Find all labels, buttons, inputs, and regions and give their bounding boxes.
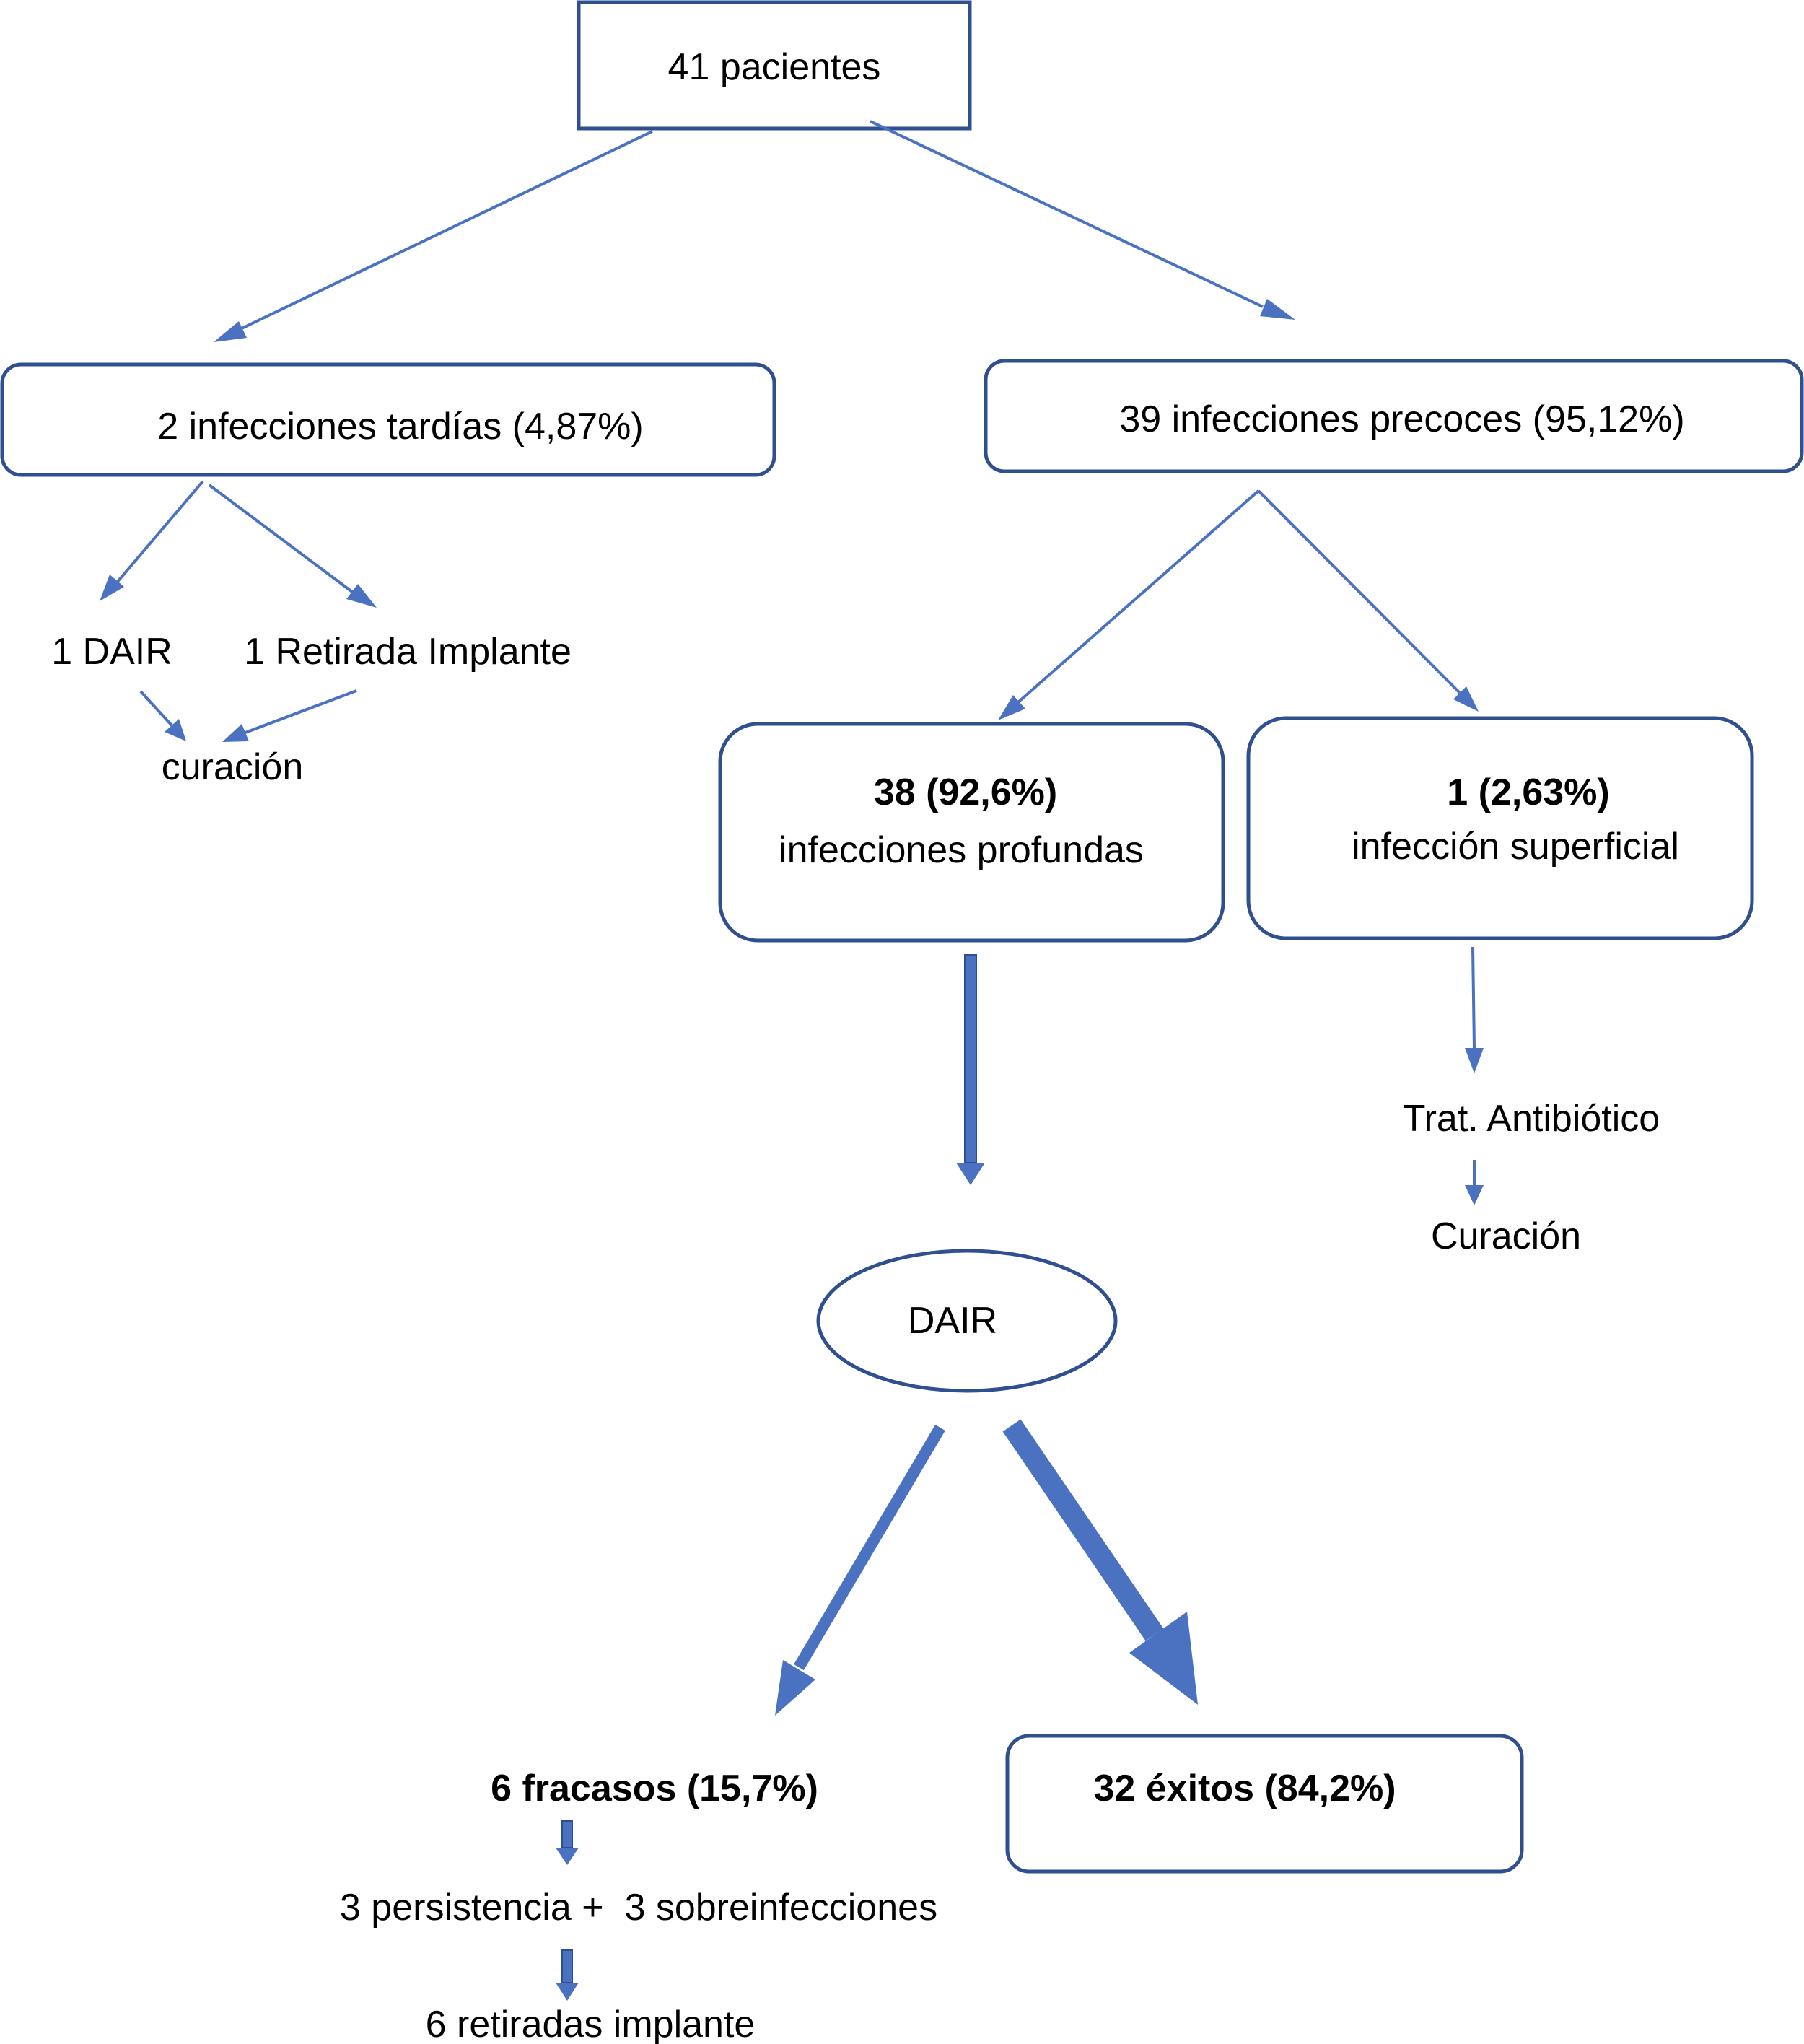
arrow-root-to-early bbox=[870, 120, 1264, 308]
arrowhead-icon bbox=[556, 1983, 579, 2001]
late-infections-label: 2 infecciones tardías (4,87%) bbox=[157, 406, 643, 447]
arrowhead-icon bbox=[1260, 299, 1295, 320]
superficial-infection-label: infección superficial bbox=[1352, 826, 1679, 868]
arrow-removal-to-cure bbox=[245, 689, 357, 734]
arrowhead-icon bbox=[1129, 1612, 1198, 1705]
removals-label: 6 retiradas implante bbox=[426, 2004, 756, 2044]
arrowhead-icon bbox=[556, 1848, 579, 1865]
arrowhead-icon bbox=[222, 724, 249, 742]
late-infections-box bbox=[0, 362, 776, 477]
arrowhead-icon bbox=[165, 719, 186, 741]
deep-infections-label: infecciones profundas bbox=[779, 829, 1144, 871]
superficial-count-label: 1 (2,63%) bbox=[1447, 772, 1609, 813]
arrow-deep-to-dair bbox=[964, 954, 977, 1163]
arrowhead-icon bbox=[1453, 686, 1479, 712]
early-infections-label: 39 infecciones precoces (95,12%) bbox=[1119, 398, 1684, 440]
superficial-cure-label: Curación bbox=[1431, 1215, 1581, 1257]
arrow-late-to-removal bbox=[208, 484, 354, 593]
failure-breakdown-label: 3 persistencia + 3 sobreinfecciones bbox=[340, 1887, 937, 1929]
deep-infections-box bbox=[718, 722, 1225, 943]
late-removal-label: 1 Retirada Implante bbox=[244, 631, 572, 673]
arrow-breakdown-to-removals bbox=[561, 1949, 573, 1983]
deep-count-label: 38 (92,6%) bbox=[874, 772, 1057, 813]
late-dair-label: 1 DAIR bbox=[51, 631, 172, 673]
successes-box bbox=[1005, 1734, 1524, 1874]
arrowhead-icon bbox=[214, 321, 247, 342]
antibiotic-label: Trat. Antibiótico bbox=[1403, 1098, 1660, 1140]
arrowhead-icon bbox=[346, 584, 377, 608]
arrow-dair-to-successes bbox=[1002, 1419, 1164, 1641]
arrow-failures-to-breakdown bbox=[561, 1820, 573, 1848]
failures-label: 6 fracasos (15,7%) bbox=[491, 1768, 818, 1809]
arrow-early-to-deep bbox=[1017, 489, 1260, 703]
successes-label: 32 éxitos (84,2%) bbox=[1093, 1768, 1396, 1809]
arrowhead-icon bbox=[956, 1163, 985, 1185]
arrowhead-icon bbox=[100, 575, 124, 601]
arrow-root-to-late bbox=[241, 130, 653, 330]
arrow-dair-to-failures bbox=[794, 1424, 945, 1671]
arrow-dair-to-cure bbox=[139, 690, 173, 727]
arrow-superficial-to-antibiotic bbox=[1471, 946, 1476, 1049]
arrow-early-to-superficial bbox=[1257, 489, 1461, 694]
arrowhead-icon bbox=[998, 695, 1025, 720]
arrowhead-icon bbox=[775, 1660, 815, 1716]
early-infections-box bbox=[984, 359, 1804, 473]
arrow-late-to-dair bbox=[115, 480, 204, 584]
dair-label: DAIR bbox=[908, 1300, 997, 1342]
late-cure-label: curación bbox=[162, 746, 304, 788]
arrowhead-icon bbox=[1465, 1048, 1484, 1073]
dair-ellipse bbox=[816, 1249, 1118, 1393]
superficial-infection-box bbox=[1246, 716, 1754, 940]
root-box bbox=[577, 0, 972, 131]
arrowhead-icon bbox=[1465, 1185, 1484, 1205]
root-label: 41 pacientes bbox=[668, 46, 881, 88]
